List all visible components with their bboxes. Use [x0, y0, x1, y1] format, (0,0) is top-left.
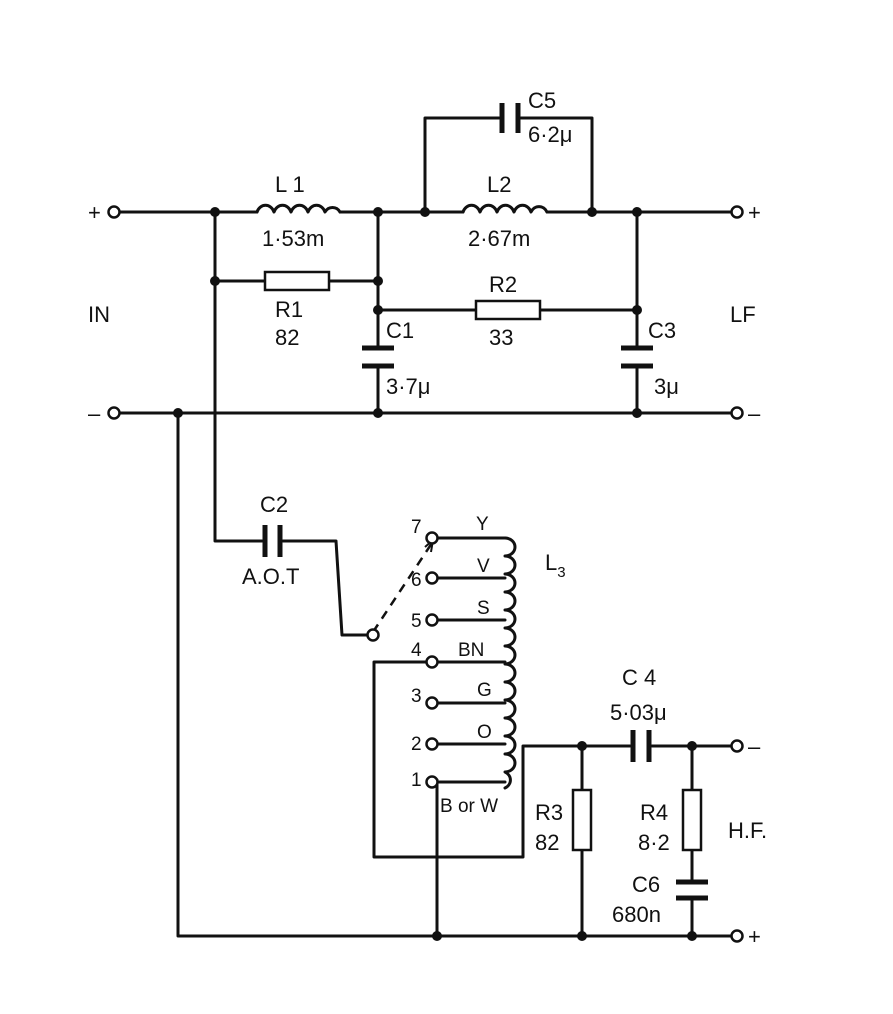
inductor-l3	[503, 536, 517, 790]
tap-color: S	[477, 598, 490, 619]
terminal-lf-minus	[730, 406, 744, 420]
resistor-r2	[474, 299, 542, 321]
tap-number: 7	[411, 517, 422, 538]
r1-value: 82	[275, 325, 299, 350]
wire-c2-switch	[281, 539, 370, 637]
c5-name: C5	[528, 88, 556, 113]
wiring	[116, 116, 733, 938]
r2-name: R2	[489, 272, 517, 297]
c2-name: C2	[260, 492, 288, 517]
capacitor-c3	[621, 345, 653, 369]
wire-ground-vertical	[176, 411, 733, 938]
lf-plus-sign: +	[748, 200, 761, 225]
c1-name: C1	[386, 318, 414, 343]
switch-pivot	[366, 628, 380, 642]
input-label: IN	[88, 302, 110, 327]
capacitor-c1	[362, 345, 394, 369]
tap-color: BN	[458, 640, 484, 661]
tap-color-codes: Y V S BN G O B or W	[440, 514, 498, 817]
lf-output-label: LF	[730, 302, 756, 327]
wire-c5-loop	[423, 116, 594, 214]
resistor-r4	[681, 788, 703, 852]
tap-color: G	[477, 680, 492, 701]
tap-color: Y	[476, 514, 489, 535]
c4-name: C 4	[622, 665, 656, 690]
tap-number: 1	[411, 770, 422, 791]
r3-name: R3	[535, 800, 563, 825]
tap-number: 2	[411, 734, 422, 755]
r1-name: R1	[275, 297, 303, 322]
c3-value: 3μ	[654, 374, 679, 399]
inductor-l2	[461, 203, 549, 214]
terminal-lf-plus	[730, 205, 744, 219]
tap-contacts	[425, 531, 439, 789]
junction-dots	[173, 207, 697, 941]
capacitor-c4	[630, 730, 652, 762]
in-minus-sign: –	[88, 401, 101, 426]
l3-tap-leads	[435, 536, 507, 784]
capacitor-c6	[676, 879, 708, 901]
l1-value: 1·53m	[262, 226, 324, 251]
c5-value: 6·2μ	[528, 122, 572, 147]
l1-name: L 1	[275, 172, 305, 197]
inductor-l1	[255, 203, 342, 214]
l2-value: 2·67m	[468, 226, 530, 251]
tap-number: 6	[411, 570, 422, 591]
wire-tap4-loop	[372, 660, 632, 859]
tap-numbers: 7 6 5 4 3 2 1	[411, 517, 422, 791]
r2-value: 33	[489, 325, 513, 350]
terminal-in-plus	[107, 205, 121, 219]
hf-output-label: H.F.	[728, 818, 767, 843]
tap-color: O	[477, 722, 492, 743]
selector-switch	[371, 542, 434, 633]
resistor-r3	[571, 788, 593, 852]
terminal-hf-minus	[730, 739, 744, 753]
c1-value: 3·7μ	[386, 374, 430, 399]
wire-left-vertical	[213, 210, 264, 543]
capacitor-c5	[499, 103, 521, 133]
c3-name: C3	[648, 318, 676, 343]
r4-value: 8·2	[638, 830, 670, 855]
tap-number: 5	[411, 611, 422, 632]
capacitor-c2	[262, 525, 283, 557]
terminal-hf-plus	[730, 929, 744, 943]
hf-plus-sign: +	[748, 924, 761, 949]
in-plus-sign: +	[88, 200, 101, 225]
hf-minus-sign: –	[748, 734, 761, 759]
l2-name: L2	[487, 172, 511, 197]
lf-minus-sign: –	[748, 401, 761, 426]
c2-value: A.O.T	[242, 564, 299, 589]
l3-name: L3	[545, 550, 566, 581]
terminal-in-minus	[107, 406, 121, 420]
tap-color: V	[477, 556, 490, 577]
tap-color: B or W	[440, 796, 498, 817]
tap-number: 3	[411, 686, 422, 707]
r4-name: R4	[640, 800, 668, 825]
resistor-r1	[263, 270, 331, 292]
c6-value: 680n	[612, 902, 661, 927]
r3-value: 82	[535, 830, 559, 855]
c4-value: 5·03μ	[610, 700, 667, 725]
c6-name: C6	[632, 872, 660, 897]
tap-number: 4	[411, 640, 422, 661]
